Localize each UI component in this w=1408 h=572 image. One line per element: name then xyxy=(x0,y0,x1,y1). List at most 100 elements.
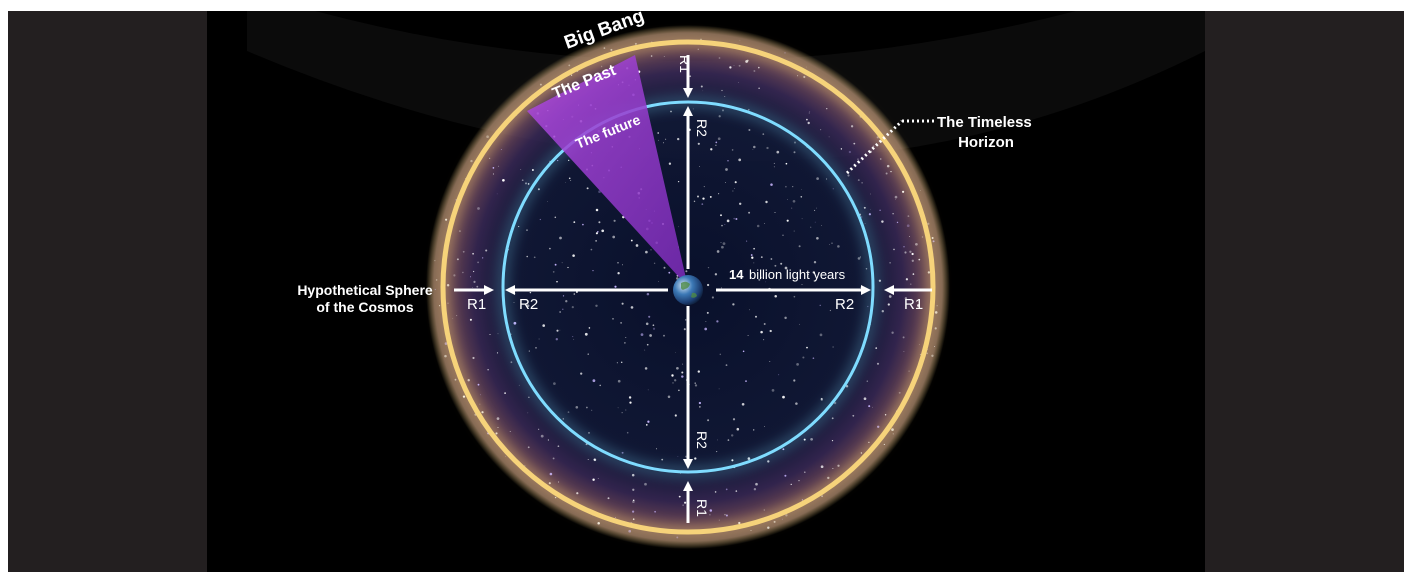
star xyxy=(753,145,756,149)
star xyxy=(832,346,834,348)
star xyxy=(806,346,808,349)
star xyxy=(573,293,576,295)
star xyxy=(597,478,599,480)
star xyxy=(784,52,786,54)
star xyxy=(801,499,804,501)
star xyxy=(870,208,871,210)
star xyxy=(628,396,632,399)
star xyxy=(595,240,597,242)
star xyxy=(796,363,799,366)
star xyxy=(774,211,776,213)
star xyxy=(632,518,635,520)
star xyxy=(793,295,796,298)
star xyxy=(859,256,861,258)
star xyxy=(572,336,574,338)
star xyxy=(446,284,450,287)
star xyxy=(857,257,861,260)
time-wedge xyxy=(527,55,688,287)
star xyxy=(539,218,541,221)
star xyxy=(907,215,910,218)
star xyxy=(592,269,594,272)
star xyxy=(927,222,930,225)
star xyxy=(614,516,617,519)
star xyxy=(528,350,530,352)
star xyxy=(674,414,677,417)
star xyxy=(888,295,892,298)
star xyxy=(538,338,540,340)
star xyxy=(893,248,895,251)
inner-ring xyxy=(501,100,875,474)
star xyxy=(526,255,528,258)
star xyxy=(891,331,894,334)
star xyxy=(879,209,881,211)
star xyxy=(721,89,723,92)
star xyxy=(863,206,866,209)
star xyxy=(762,133,765,135)
star xyxy=(556,281,558,283)
star xyxy=(812,357,815,360)
star xyxy=(720,241,722,243)
star xyxy=(908,370,910,372)
star xyxy=(716,250,720,253)
star xyxy=(554,263,557,266)
star xyxy=(820,397,823,400)
star xyxy=(706,283,710,287)
star xyxy=(773,520,776,523)
star xyxy=(921,236,924,238)
star xyxy=(539,83,542,86)
star xyxy=(496,417,500,420)
star xyxy=(524,182,528,185)
star xyxy=(782,234,784,236)
star xyxy=(774,295,777,298)
star xyxy=(910,283,912,285)
star xyxy=(540,434,544,438)
star xyxy=(470,159,473,163)
star xyxy=(931,237,934,239)
star xyxy=(631,473,635,477)
star xyxy=(784,316,787,320)
star xyxy=(771,389,775,392)
star xyxy=(776,150,780,154)
star xyxy=(845,385,849,388)
star xyxy=(726,219,730,223)
star xyxy=(700,85,703,88)
star xyxy=(725,364,728,366)
star xyxy=(819,304,821,306)
star xyxy=(699,166,700,167)
star xyxy=(667,395,671,399)
star xyxy=(729,66,732,69)
star xyxy=(791,207,793,209)
star xyxy=(607,497,610,500)
star xyxy=(813,261,817,264)
star xyxy=(763,509,765,511)
star xyxy=(798,479,800,482)
star xyxy=(527,446,530,449)
star xyxy=(724,96,726,97)
star xyxy=(467,379,470,382)
star xyxy=(456,258,459,261)
star xyxy=(816,207,818,209)
star xyxy=(840,148,843,150)
star xyxy=(617,407,619,409)
star xyxy=(587,353,589,355)
star xyxy=(694,384,698,387)
star xyxy=(475,306,477,308)
star xyxy=(832,188,834,190)
star xyxy=(720,214,722,217)
star xyxy=(653,262,656,264)
star xyxy=(693,200,696,203)
star xyxy=(588,432,590,434)
star xyxy=(557,160,559,162)
star xyxy=(764,426,765,427)
star xyxy=(682,363,684,365)
star xyxy=(567,411,570,413)
star xyxy=(812,271,816,274)
r1-label-top: R1 xyxy=(677,55,693,73)
star xyxy=(724,223,726,226)
star xyxy=(595,208,599,212)
star xyxy=(920,190,921,191)
star xyxy=(672,382,674,384)
star xyxy=(831,417,834,420)
star xyxy=(648,315,651,318)
star xyxy=(931,354,934,357)
